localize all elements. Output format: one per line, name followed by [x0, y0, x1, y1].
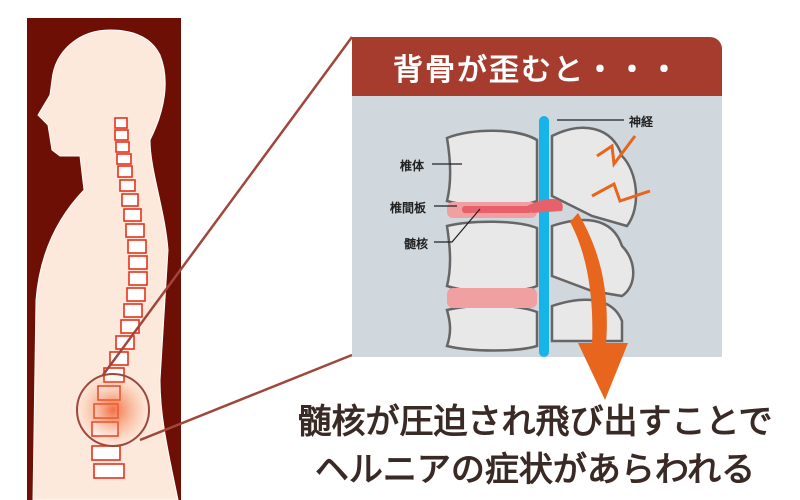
header-title: 背骨が歪むと・・・ [393, 52, 681, 88]
label-vertebral-body: 椎体 [400, 159, 425, 173]
human-silhouette [32, 29, 179, 500]
nerve [539, 116, 549, 357]
connector-line-bottom [139, 353, 353, 442]
pain-bolt-1 [596, 135, 637, 168]
caption: 髄核が圧迫され飛び出すことで ヘルニアの症状があらわれる [270, 398, 800, 494]
pain-bolt-2 [591, 181, 651, 203]
header-band: 背骨が歪むと・・・ [352, 37, 722, 96]
connector-line-top [101, 36, 354, 376]
disc-bottom [447, 288, 537, 308]
herniated-nucleus [527, 199, 563, 213]
label-nerve: 神経 [629, 115, 654, 129]
nucleus [462, 206, 532, 213]
highlight-area [76, 373, 150, 447]
process-top [550, 126, 638, 228]
arrow-head-icon [578, 343, 628, 400]
caption-line-2: ヘルニアの症状があらわれる [314, 450, 756, 490]
caption-line-1: 髄核が圧迫され飛び出すことで [297, 402, 773, 442]
label-disc: 椎間板 [390, 201, 427, 215]
label-nucleus: 髄核 [404, 237, 429, 251]
spine-detail-panel: 神経 椎体 椎間板 髄核 [352, 96, 722, 357]
arrow-shaft [570, 213, 607, 345]
